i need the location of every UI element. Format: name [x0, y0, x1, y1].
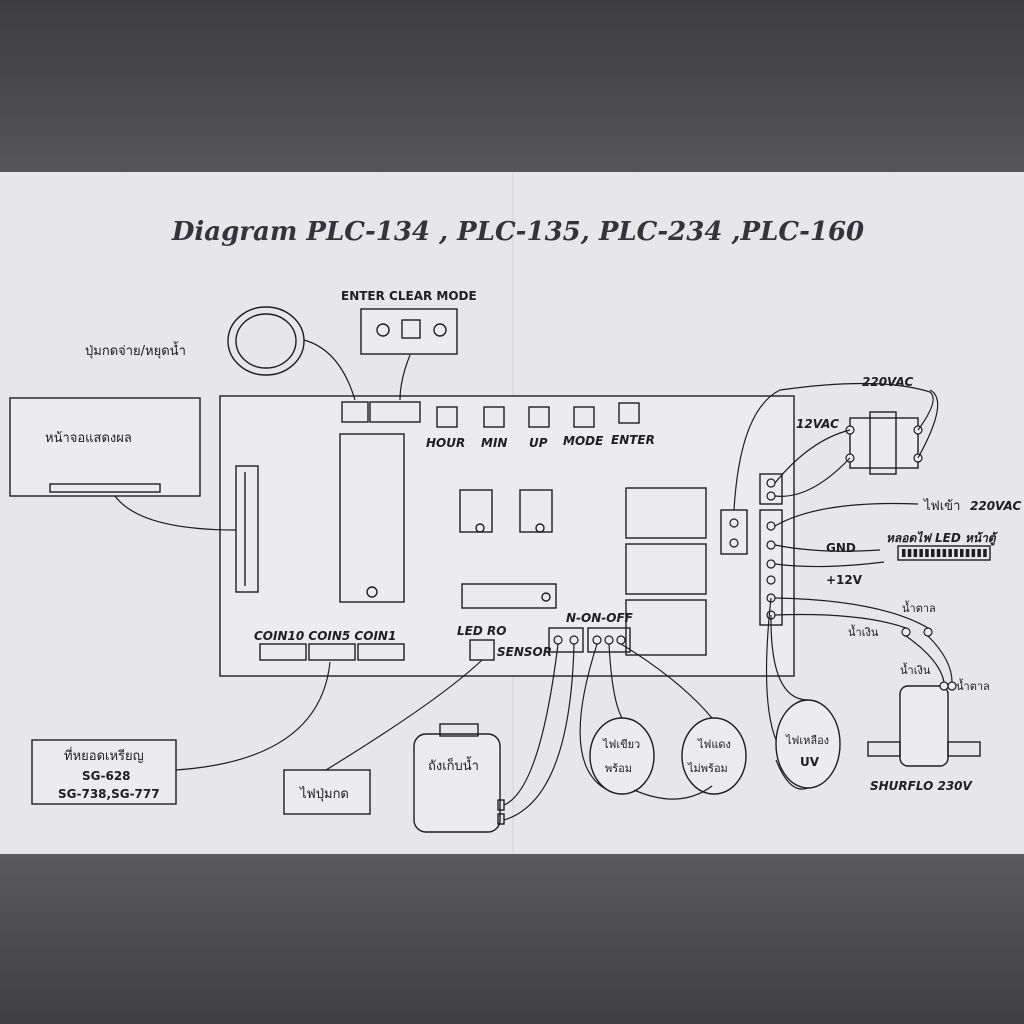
water-tank-label: ถังเก็บน้ำ — [428, 756, 479, 774]
led-cell — [965, 549, 970, 557]
lamp-red — [681, 717, 747, 795]
led-cell — [936, 549, 941, 557]
led-cell — [960, 549, 964, 557]
button-light-label: ไฟปุ่มกด — [299, 786, 349, 802]
led-cell — [925, 549, 929, 557]
button-enter-label: ENTER — [611, 433, 655, 447]
switch-label: N-ON-OFF — [566, 611, 634, 625]
top-panel — [360, 308, 458, 355]
sensor-label: SENSOR — [497, 645, 552, 659]
display-panel — [9, 397, 201, 497]
pump-brown-label: น้ำตาล — [902, 600, 936, 615]
coin-acceptor-models-1: SG-628 — [82, 769, 131, 783]
gnd-label: GND — [826, 541, 856, 555]
button-mode-label: MODE — [563, 434, 604, 448]
pump — [867, 627, 981, 767]
main-ic — [339, 433, 405, 603]
led-cell — [907, 549, 912, 557]
terminal-12vac — [759, 473, 783, 505]
led-ro-label: LED RO — [457, 624, 506, 638]
lamp-green-label-1: ไฟเขียว — [602, 738, 640, 751]
display-label: หน้าจอแสดงผล — [45, 431, 132, 446]
background-top — [0, 0, 1024, 172]
diagram-title: Diagram PLC-134 , PLC-135, PLC-234 ,PLC-… — [171, 217, 864, 247]
pump-blue-label: น้ำเงิน — [848, 624, 879, 639]
small-components — [459, 489, 553, 533]
power-input-label: ไฟเข้า — [923, 498, 960, 514]
small-chip — [461, 583, 557, 609]
water-tank — [413, 723, 505, 833]
pump-blue-label-2: น้ำเงิน — [900, 662, 931, 677]
coin-acceptor-label: ที่หยอดเหรียญ — [64, 747, 144, 764]
display-connector — [235, 465, 259, 593]
button-hour-label: HOUR — [426, 436, 465, 450]
button-up-label: UP — [529, 436, 548, 450]
led-cell — [983, 549, 987, 557]
board-buttons — [436, 402, 640, 428]
top-panel-label: ENTER CLEAR MODE — [341, 289, 477, 303]
pump-model-label: SHURFLO 230V — [870, 779, 974, 793]
coin-acceptor-box — [31, 739, 177, 805]
button-min-label: MIN — [481, 436, 507, 450]
button-light-box — [283, 769, 371, 815]
led-cell — [913, 549, 918, 557]
power-input-value: 220VAC — [970, 499, 1021, 513]
led-strip-label: หลอดไฟ LED หน้าตู้ — [886, 530, 999, 546]
led-cell — [902, 549, 906, 557]
lamp-red-label-2: ไม่พร้อม — [687, 762, 728, 775]
led-cell — [954, 549, 958, 557]
background-bottom — [0, 854, 1024, 1024]
push-button-label: ปุ่มกดจ่าย/หยุดน้ำ — [85, 341, 186, 359]
push-button-ring — [227, 306, 305, 376]
wires — [114, 339, 953, 821]
pump-brown-label-2: น้ำตาล — [956, 678, 990, 693]
led-strip — [897, 545, 991, 561]
v12-label: +12V — [826, 573, 863, 587]
lamp-yellow-label-1: ไฟเหลือง — [785, 734, 829, 747]
led-cell — [919, 549, 923, 557]
sensor-connector — [548, 627, 584, 653]
coin-header-label: COIN10 COIN5 COIN1 — [254, 629, 396, 643]
main-board — [219, 395, 795, 677]
ac12-label: 12VAC — [796, 417, 839, 431]
led-cell — [971, 549, 976, 557]
lamp-green-label-2: พร้อม — [605, 762, 632, 775]
led-cell — [948, 549, 952, 557]
relays — [625, 487, 707, 656]
board-top-connectors — [341, 401, 421, 423]
lamp-green — [589, 717, 655, 795]
led-cell — [977, 549, 981, 557]
led-cell — [942, 549, 947, 557]
lamp-yellow-label-2: UV — [800, 755, 820, 769]
lamp-red-label-1: ไฟแดง — [697, 738, 731, 751]
transformer — [845, 411, 923, 475]
led-cell — [931, 549, 935, 557]
coin-connectors — [259, 643, 405, 661]
coin-acceptor-models-2: SG-738,SG-777 — [58, 787, 160, 801]
